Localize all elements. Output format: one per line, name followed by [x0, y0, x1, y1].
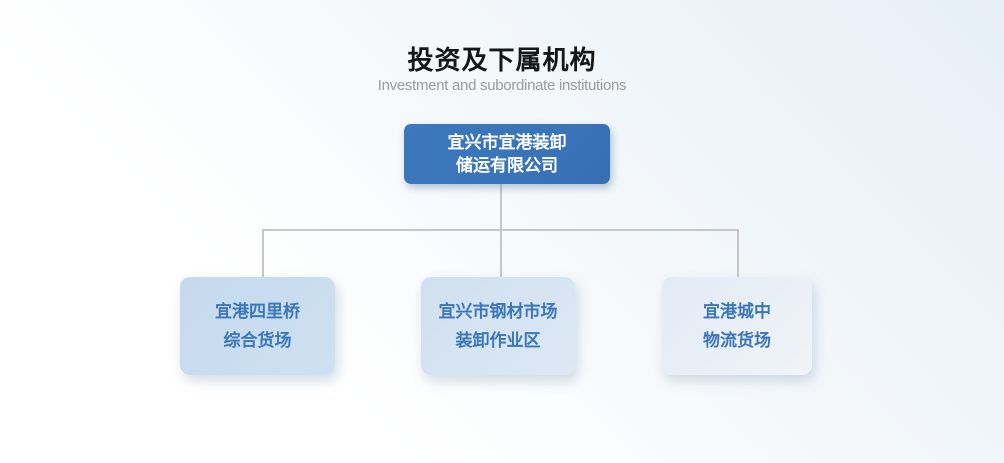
connector-right-drop	[737, 229, 739, 277]
org-node-child-3-line1: 宜港城中	[703, 302, 771, 321]
org-node-child-2: 宜兴市钢材市场 装卸作业区	[421, 277, 575, 375]
connector-left-drop	[262, 229, 264, 277]
connector-middle-drop	[500, 229, 502, 277]
org-node-child-1-line2: 综合货场	[223, 331, 292, 350]
org-node-child-3-line2: 物流货场	[703, 331, 771, 350]
connector-root-vertical	[500, 184, 502, 230]
org-node-root-line2: 储运有限公司	[456, 156, 558, 175]
org-node-child-1-line1: 宜港四里桥	[215, 302, 300, 321]
section-subtitle: Investment and subordinate institutions	[377, 77, 627, 94]
section-title: 投资及下属机构	[407, 45, 597, 75]
org-node-root: 宜兴市宜港装卸 储运有限公司	[404, 124, 610, 184]
org-node-child-3: 宜港城中 物流货场	[662, 277, 812, 375]
org-node-child-2-line2: 装卸作业区	[455, 331, 541, 350]
org-node-child-1: 宜港四里桥 综合货场	[180, 277, 335, 375]
org-node-root-line1: 宜兴市宜港装卸	[447, 133, 567, 152]
org-node-child-2-line1: 宜兴市钢材市场	[438, 302, 558, 321]
